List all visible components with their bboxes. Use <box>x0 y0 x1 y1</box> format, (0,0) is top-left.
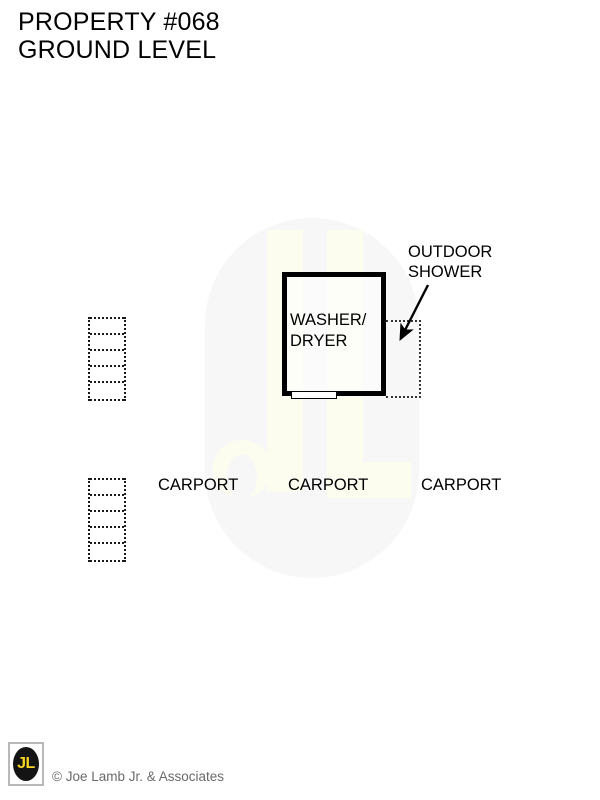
page-title-line-1: PROPERTY #068 <box>18 8 220 36</box>
stair-rung <box>90 399 124 401</box>
watermark-l-foot <box>327 462 411 498</box>
carport-label-center: CARPORT <box>288 476 369 494</box>
stair-rung <box>90 381 124 383</box>
outdoor-shower-callout-line-1: OUTDOOR <box>408 243 493 261</box>
stair-rung <box>90 542 124 544</box>
stair-rung <box>90 478 124 480</box>
stair-lower <box>88 478 126 562</box>
washer-dryer-door <box>291 391 337 399</box>
carport-label-left: CARPORT <box>158 476 239 494</box>
washer-dryer-label-line-1: WASHER/ <box>290 311 367 329</box>
stair-upper <box>88 317 126 401</box>
logo-ellipse: JL <box>13 747 39 781</box>
stair-rung <box>90 317 124 319</box>
outdoor-shower-area <box>386 320 421 398</box>
stair-rung <box>90 349 124 351</box>
carport-label-right: CARPORT <box>421 476 502 494</box>
stair-rung <box>90 510 124 512</box>
watermark-j-hook-inner <box>227 454 257 500</box>
outdoor-shower-callout: OUTDOOR SHOWER <box>408 243 492 283</box>
footer: JL © Joe Lamb Jr. & Associates <box>8 742 224 786</box>
copyright-text: © Joe Lamb Jr. & Associates <box>52 769 225 784</box>
logo-monogram: JL <box>17 755 35 772</box>
stair-rung <box>90 494 124 496</box>
stair-rung <box>90 560 124 562</box>
joe-lamb-logo-icon: JL <box>8 742 44 786</box>
stair-rung <box>90 526 124 528</box>
outdoor-shower-callout-line-2: SHOWER <box>408 262 483 281</box>
washer-dryer-label: WASHER/ DRYER <box>286 310 386 352</box>
stair-rung <box>90 365 124 367</box>
page-title-line-2: GROUND LEVEL <box>18 36 217 64</box>
stair-rung <box>90 333 124 335</box>
washer-dryer-label-line-2: DRYER <box>290 331 348 350</box>
page-title: PROPERTY #068 GROUND LEVEL <box>18 8 220 64</box>
